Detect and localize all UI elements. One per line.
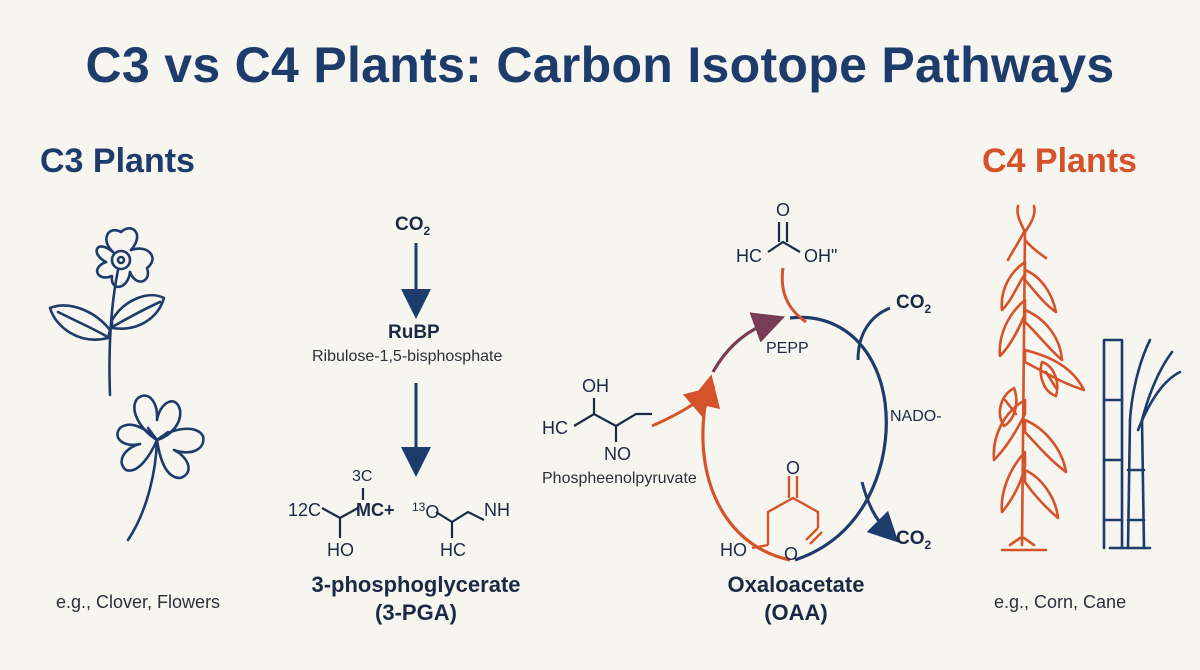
c3-heading: C3 Plants [40,142,195,180]
rubp-full-name: Ribulose-1,5-bisphosphate [312,348,503,365]
oaa-abbr: (OAA) [764,600,828,625]
pga-bonds [321,488,485,538]
c4-heading: C4 Plants [982,142,1137,180]
c4-example: e.g., Corn, Cane [994,592,1127,612]
pga-atom-nh: NH [484,500,510,520]
top-atom-oh: OHʺ [804,246,838,266]
oaa-name: Oxaloacetate [727,572,865,597]
rubp-label: RuBP [388,322,440,343]
top-atom-hc: HC [736,246,762,266]
pga-atom-ho: HO [327,540,354,560]
c4-co2-out-label: CO2 [896,528,931,552]
c3-example: e.g., Clover, Flowers [56,592,221,612]
oaa-atom-o: O [786,458,801,478]
pga-atom-top: 3C [352,468,373,485]
c4-co2-out-text: CO [896,528,925,549]
page-title: C3 vs C4 Plants: Carbon Isotope Pathways [85,37,1115,93]
oaa-bonds [751,476,823,550]
flower-icon [48,227,166,397]
c4-cycle-ring-right [789,315,888,562]
pepp-label: PEPP [766,340,809,357]
co2-in-arc [856,306,891,361]
pga-atom-mid: MC+ [356,500,395,520]
pga-sup13: 13 [412,500,426,514]
pep-entry-arrow [651,386,716,428]
c4-cycle-ring-left [688,374,791,562]
pep-bonds [573,398,652,442]
clover-icon [116,394,205,542]
pga-atom-hc: HC [440,540,466,560]
oaa-atom-o2: O [784,544,799,564]
pep-atom-hc: HC [542,418,568,438]
top-molecule-link [780,267,807,324]
pga-o-text: O [425,502,440,522]
pep-name: Phospheenolpyruvate [542,470,697,487]
pep-atom-no: NO [604,444,631,464]
pga-abbr: (3-PGA) [375,600,457,625]
pep-atom-oh: OH [582,376,609,396]
nadp-label: NADO- [890,408,942,425]
c3-co2-sub: 2 [423,223,431,238]
c4-co2-out-sub: 2 [924,537,932,552]
c4-co2-in-text: CO [896,292,925,313]
c4-cycle-ring-top [711,312,786,373]
c4-co2-in-sub: 2 [924,301,932,316]
sugarcane-icon [1102,338,1182,550]
corn-icon [992,204,1086,552]
c3-co2-label: CO2 [395,214,430,238]
co2-out-arrow [860,481,899,543]
top-molecule-bonds [767,222,801,253]
c3-co2-text: CO [395,214,424,235]
top-atom-o: O [776,200,791,220]
pga-atom-o: 13O [412,500,439,523]
c4-co2-in-label: CO2 [896,292,931,316]
oaa-atom-ho: HO [720,540,747,560]
pga-atom-left: 12C [288,500,322,520]
pga-name: 3-phosphoglycerate [311,572,521,597]
